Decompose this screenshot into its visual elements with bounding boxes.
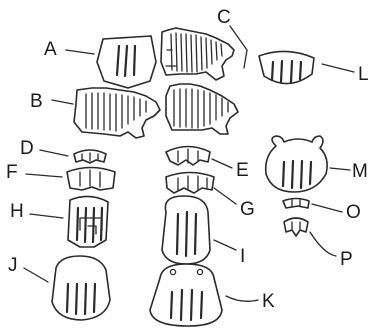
label-k: K — [262, 291, 275, 312]
label-h: H — [10, 201, 24, 222]
leader-j — [23, 267, 49, 283]
leader-i — [213, 239, 237, 251]
leader-g — [213, 187, 237, 205]
leader-p — [309, 231, 337, 257]
shape-b-comb-right — [165, 83, 239, 135]
leader-h — [29, 213, 64, 219]
leader-d — [39, 149, 69, 157]
shape-p — [283, 217, 309, 237]
leader-c — [229, 25, 248, 69]
label-d: D — [20, 138, 34, 159]
leader-e — [211, 158, 233, 169]
label-e: E — [236, 160, 249, 181]
shape-a — [96, 35, 157, 89]
label-p: P — [340, 249, 353, 270]
shape-g — [165, 171, 215, 194]
shape-c — [160, 27, 235, 81]
leader-m — [329, 167, 351, 171]
label-j: J — [8, 255, 18, 276]
label-f: F — [6, 162, 18, 183]
shape-k — [149, 263, 223, 327]
label-a: A — [44, 39, 57, 60]
label-i: I — [240, 246, 245, 267]
shape-f — [66, 166, 116, 191]
label-c: C — [217, 7, 231, 28]
shape-h — [67, 195, 109, 248]
leader-b — [51, 99, 74, 105]
leader-f — [25, 173, 63, 178]
label-m: M — [352, 161, 368, 182]
label-b: B — [30, 91, 43, 112]
label-o: O — [346, 202, 361, 223]
shape-i — [161, 195, 211, 265]
leader-l — [321, 63, 355, 73]
shape-d — [73, 149, 107, 164]
leader-a — [65, 49, 95, 55]
shape-m — [264, 135, 328, 193]
shape-j — [51, 255, 111, 321]
shape-o — [282, 197, 310, 209]
shape-e — [165, 145, 211, 166]
leader-o — [311, 203, 343, 213]
label-g: G — [240, 199, 255, 220]
shape-b — [73, 87, 161, 139]
label-l: L — [358, 64, 369, 85]
leader-k — [225, 295, 259, 302]
shape-l — [258, 50, 315, 85]
